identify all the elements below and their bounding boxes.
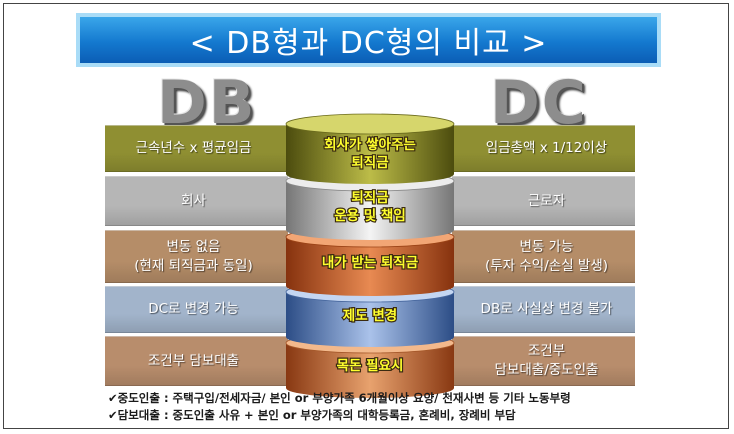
cylinder1-body [286, 124, 454, 184]
row4-dc-text: DB로 사실상 변경 불가 [480, 301, 613, 317]
cylinder2-body [286, 181, 454, 240]
row5-dc-text-line1: 조건부 [527, 343, 566, 359]
row2-db-box: 회사 [105, 176, 288, 226]
title-banner: < DB형과 DC형의 비교 > [76, 13, 661, 67]
row5-dc-box: 조건부 담보대출/중도인출 [452, 336, 635, 386]
row1-dc-text: 임금총액 x 1/12이상 [485, 140, 608, 156]
row5-dc-text-line2: 담보대출/중도인출 [494, 362, 599, 378]
row1-db-box: 근속년수 x 평균임금 [105, 125, 288, 172]
row3-dc-box: 변동 가능 (투자 수익/손실 발생) [452, 230, 635, 283]
row4-dc-box: DB로 사실상 변경 불가 [452, 286, 635, 333]
cylinder5-body [286, 343, 454, 398]
cylinder3-body [286, 237, 454, 296]
slide-frame [3, 3, 729, 429]
cylinder-accumulation: 회사가 쌓아주는 퇴직금 [285, 113, 455, 184]
row3-db-text-line1: 변동 없음 [166, 238, 221, 255]
row5-db-text: 조건부 담보대출 [147, 352, 240, 369]
footnote-interim-withdrawal: ✔중도인출 : 주택구입/전세자금/ 본인 or 부양가족 6개월이상 요양/ … [108, 391, 571, 405]
row5-db-box: 조건부 담보대출 [105, 336, 288, 386]
row2-dc-box: 근로자 [452, 176, 635, 226]
cylinder3-label: 내가 받는 퇴직금 [322, 254, 419, 271]
footnote-secured-loan: ✔담보대출 : 중도인출 사유 + 본인 or 부양가족의 대학등록금, 혼례비… [108, 408, 516, 422]
row1-db-text: 근속년수 x 평균임금 [135, 140, 252, 156]
row3-db-box: 변동 없음 (현재 퇴직금과 동일) [105, 230, 288, 283]
row2-db-text: 회사 [181, 192, 206, 209]
row2-dc-text: 근로자 [527, 192, 566, 209]
cylinder5-label: 목돈 필요시 [337, 357, 404, 374]
cylinder2-label-line1: 퇴직금 [351, 189, 389, 206]
row1-dc-box: 임금총액 x 1/12이상 [452, 125, 635, 172]
cylinder1-top [285, 113, 455, 135]
cylinder2-label-line2: 운용 및 책임 [334, 207, 406, 224]
row3-dc-text-line1: 변동 가능 [519, 238, 574, 255]
cylinder1-label-line2: 퇴직금 [351, 154, 389, 171]
cylinder4-label: 제도 변경 [343, 307, 397, 324]
cylinder4-body [286, 292, 454, 347]
row3-dc-text-line2: (투자 수익/손실 발생) [484, 257, 609, 274]
slide-title: < DB형과 DC형의 비교 > [80, 17, 657, 63]
row3-db-text-line2: (현재 퇴직금과 동일) [134, 257, 253, 274]
row4-db-text: DC로 변경 가능 [148, 301, 239, 317]
cylinder1-label-line1: 회사가 쌓아주는 [324, 136, 416, 153]
cylinder-management: 퇴직금 운용 및 책임 [285, 170, 455, 240]
row4-db-box: DC로 변경 가능 [105, 286, 288, 333]
